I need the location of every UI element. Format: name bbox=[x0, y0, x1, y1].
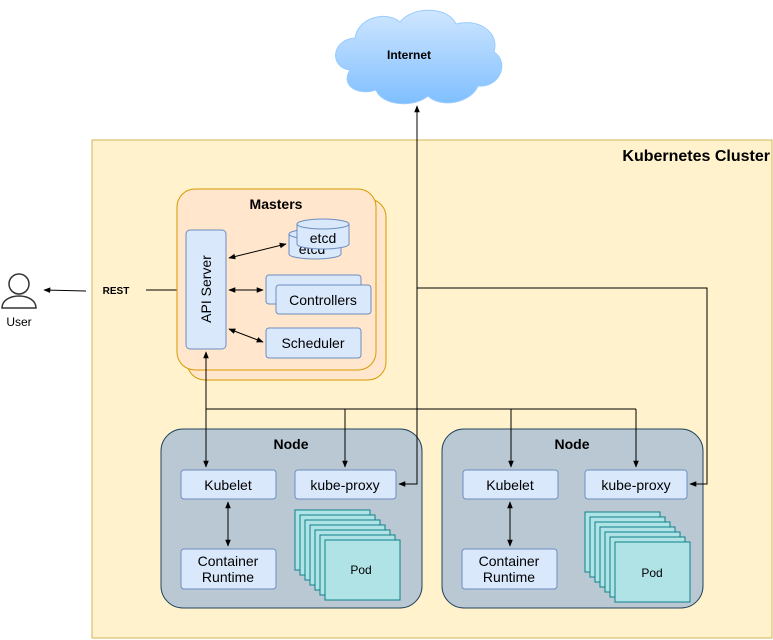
masters-title: Masters bbox=[250, 196, 303, 212]
node-2: Node Kubelet kube-proxy Container Runtim… bbox=[441, 428, 704, 609]
node-1-runtime-line1: Container bbox=[198, 553, 259, 569]
node-1-title: Node bbox=[274, 436, 309, 452]
masters-group: Masters API Server etcd etcd Controllers… bbox=[176, 188, 387, 381]
scheduler: Scheduler bbox=[265, 327, 362, 359]
node-2-kube-proxy: kube-proxy bbox=[584, 469, 688, 500]
rest-to-user-arrow bbox=[43, 287, 87, 293]
internet-node1-proxy-arrow bbox=[398, 105, 420, 487]
controllers: Controllers bbox=[265, 274, 372, 315]
api-server: API Server bbox=[185, 229, 227, 350]
internet-label: Internet bbox=[387, 48, 431, 62]
node-2-container-runtime: Container Runtime bbox=[461, 548, 558, 590]
node-2-runtime-line1: Container bbox=[479, 553, 540, 569]
node-2-pod-label: Pod bbox=[641, 566, 662, 580]
user-label: User bbox=[6, 315, 31, 329]
node-2-kubelet-label: Kubelet bbox=[486, 477, 534, 493]
node-1-kube-proxy-label: kube-proxy bbox=[310, 477, 379, 493]
node-2-title: Node bbox=[555, 436, 590, 452]
internet-node2-proxy-arrow bbox=[417, 287, 708, 487]
node-1-kube-proxy: kube-proxy bbox=[294, 469, 397, 500]
cluster-title: Kubernetes Cluster bbox=[622, 148, 770, 165]
node-1: Node Kubelet kube-proxy Container Runtim… bbox=[160, 428, 423, 609]
node-2-runtime-line2: Runtime bbox=[483, 569, 535, 585]
api-server-label: API Server bbox=[198, 255, 214, 323]
node-1-runtime-line2: Runtime bbox=[202, 569, 254, 585]
node-1-pod-stack: Pod bbox=[294, 509, 401, 601]
node-2-pod-stack: Pod bbox=[584, 511, 691, 603]
connectors bbox=[203, 105, 708, 487]
api-scheduler-arrow bbox=[228, 328, 264, 343]
etcd-label: etcd bbox=[310, 230, 336, 246]
node-2-kubelet: Kubelet bbox=[462, 469, 559, 500]
node-1-kubelet: Kubelet bbox=[180, 469, 277, 500]
internet-cloud: Internet bbox=[335, 9, 503, 105]
user-icon bbox=[1, 273, 37, 309]
scheduler-label: Scheduler bbox=[281, 335, 344, 351]
node-1-kubelet-label: Kubelet bbox=[204, 477, 252, 493]
controllers-label: Controllers bbox=[289, 292, 357, 308]
user-actor: User bbox=[1, 273, 37, 329]
rest-label: REST bbox=[103, 286, 130, 297]
api-etcd-arrow bbox=[228, 242, 287, 260]
node-2-kube-proxy-label: kube-proxy bbox=[601, 477, 670, 493]
node-1-container-runtime: Container Runtime bbox=[180, 548, 277, 590]
etcd-store: etcd etcd bbox=[288, 218, 350, 260]
node-1-pod-label: Pod bbox=[350, 563, 371, 577]
